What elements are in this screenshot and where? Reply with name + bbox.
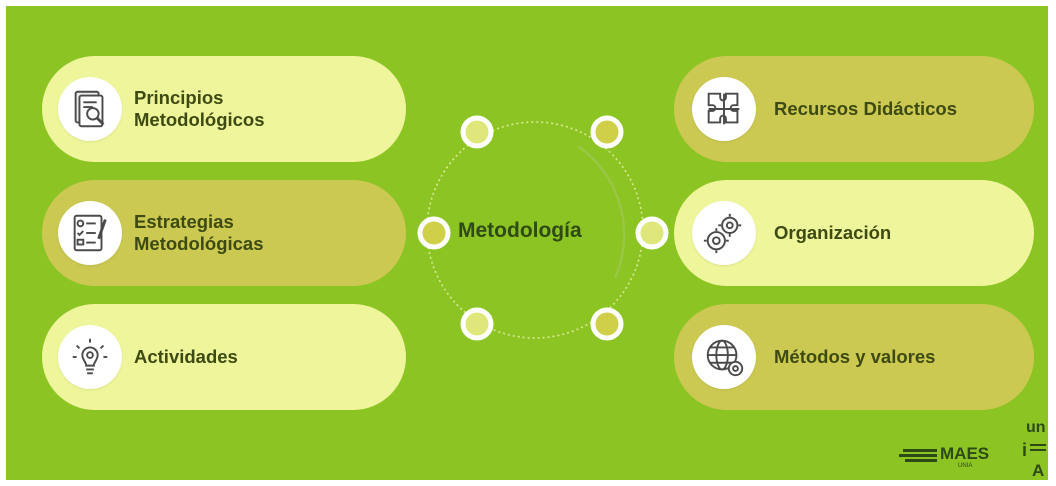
item-organizacion: Organización: [674, 180, 1034, 286]
item-recursos-didacticos: Recursos Didácticos: [674, 56, 1034, 162]
svg-text:un: un: [1026, 419, 1046, 436]
item-label: Principios Metodológicos: [134, 87, 265, 130]
footer-brand-sub: UNIA: [958, 463, 973, 469]
document-search-icon: [58, 77, 122, 141]
ring-dot: [635, 216, 669, 250]
item-principios-metodologicos: Principios Metodológicos: [42, 56, 406, 162]
svg-text:i: i: [1022, 440, 1027, 460]
diagram-canvas: Principios Metodológicos Estrategias Met…: [6, 6, 1048, 480]
item-estrategias-metodologicas: Estrategias Metodológicas: [42, 180, 406, 286]
strategy-list-icon: [58, 201, 122, 265]
item-metodos-y-valores: Métodos y valores: [674, 304, 1034, 410]
item-label: Recursos Didácticos: [774, 98, 958, 119]
footer-brand: MAES: [940, 444, 990, 463]
item-label: Actividades: [134, 346, 238, 367]
item-label: Organización: [774, 222, 892, 243]
ring-dot: [460, 115, 494, 149]
item-label: Métodos y valores: [774, 346, 936, 367]
unia-logo-icon: un i A: [1022, 419, 1046, 480]
lightbulb-gear-icon: [58, 325, 122, 389]
center-title: Metodología: [458, 219, 582, 242]
ring-dot: [590, 115, 624, 149]
gears-icon: [692, 201, 756, 265]
ring-dot: [417, 216, 451, 250]
ring-dot: [590, 307, 624, 341]
globe-gear-icon: [692, 325, 756, 389]
maes-logo-icon: [899, 449, 937, 462]
item-label: Estrategias Metodológicas: [134, 211, 264, 254]
puzzle-icon: [692, 77, 756, 141]
svg-text:A: A: [1032, 461, 1044, 480]
ring-dot: [460, 307, 494, 341]
item-actividades: Actividades: [42, 304, 406, 410]
